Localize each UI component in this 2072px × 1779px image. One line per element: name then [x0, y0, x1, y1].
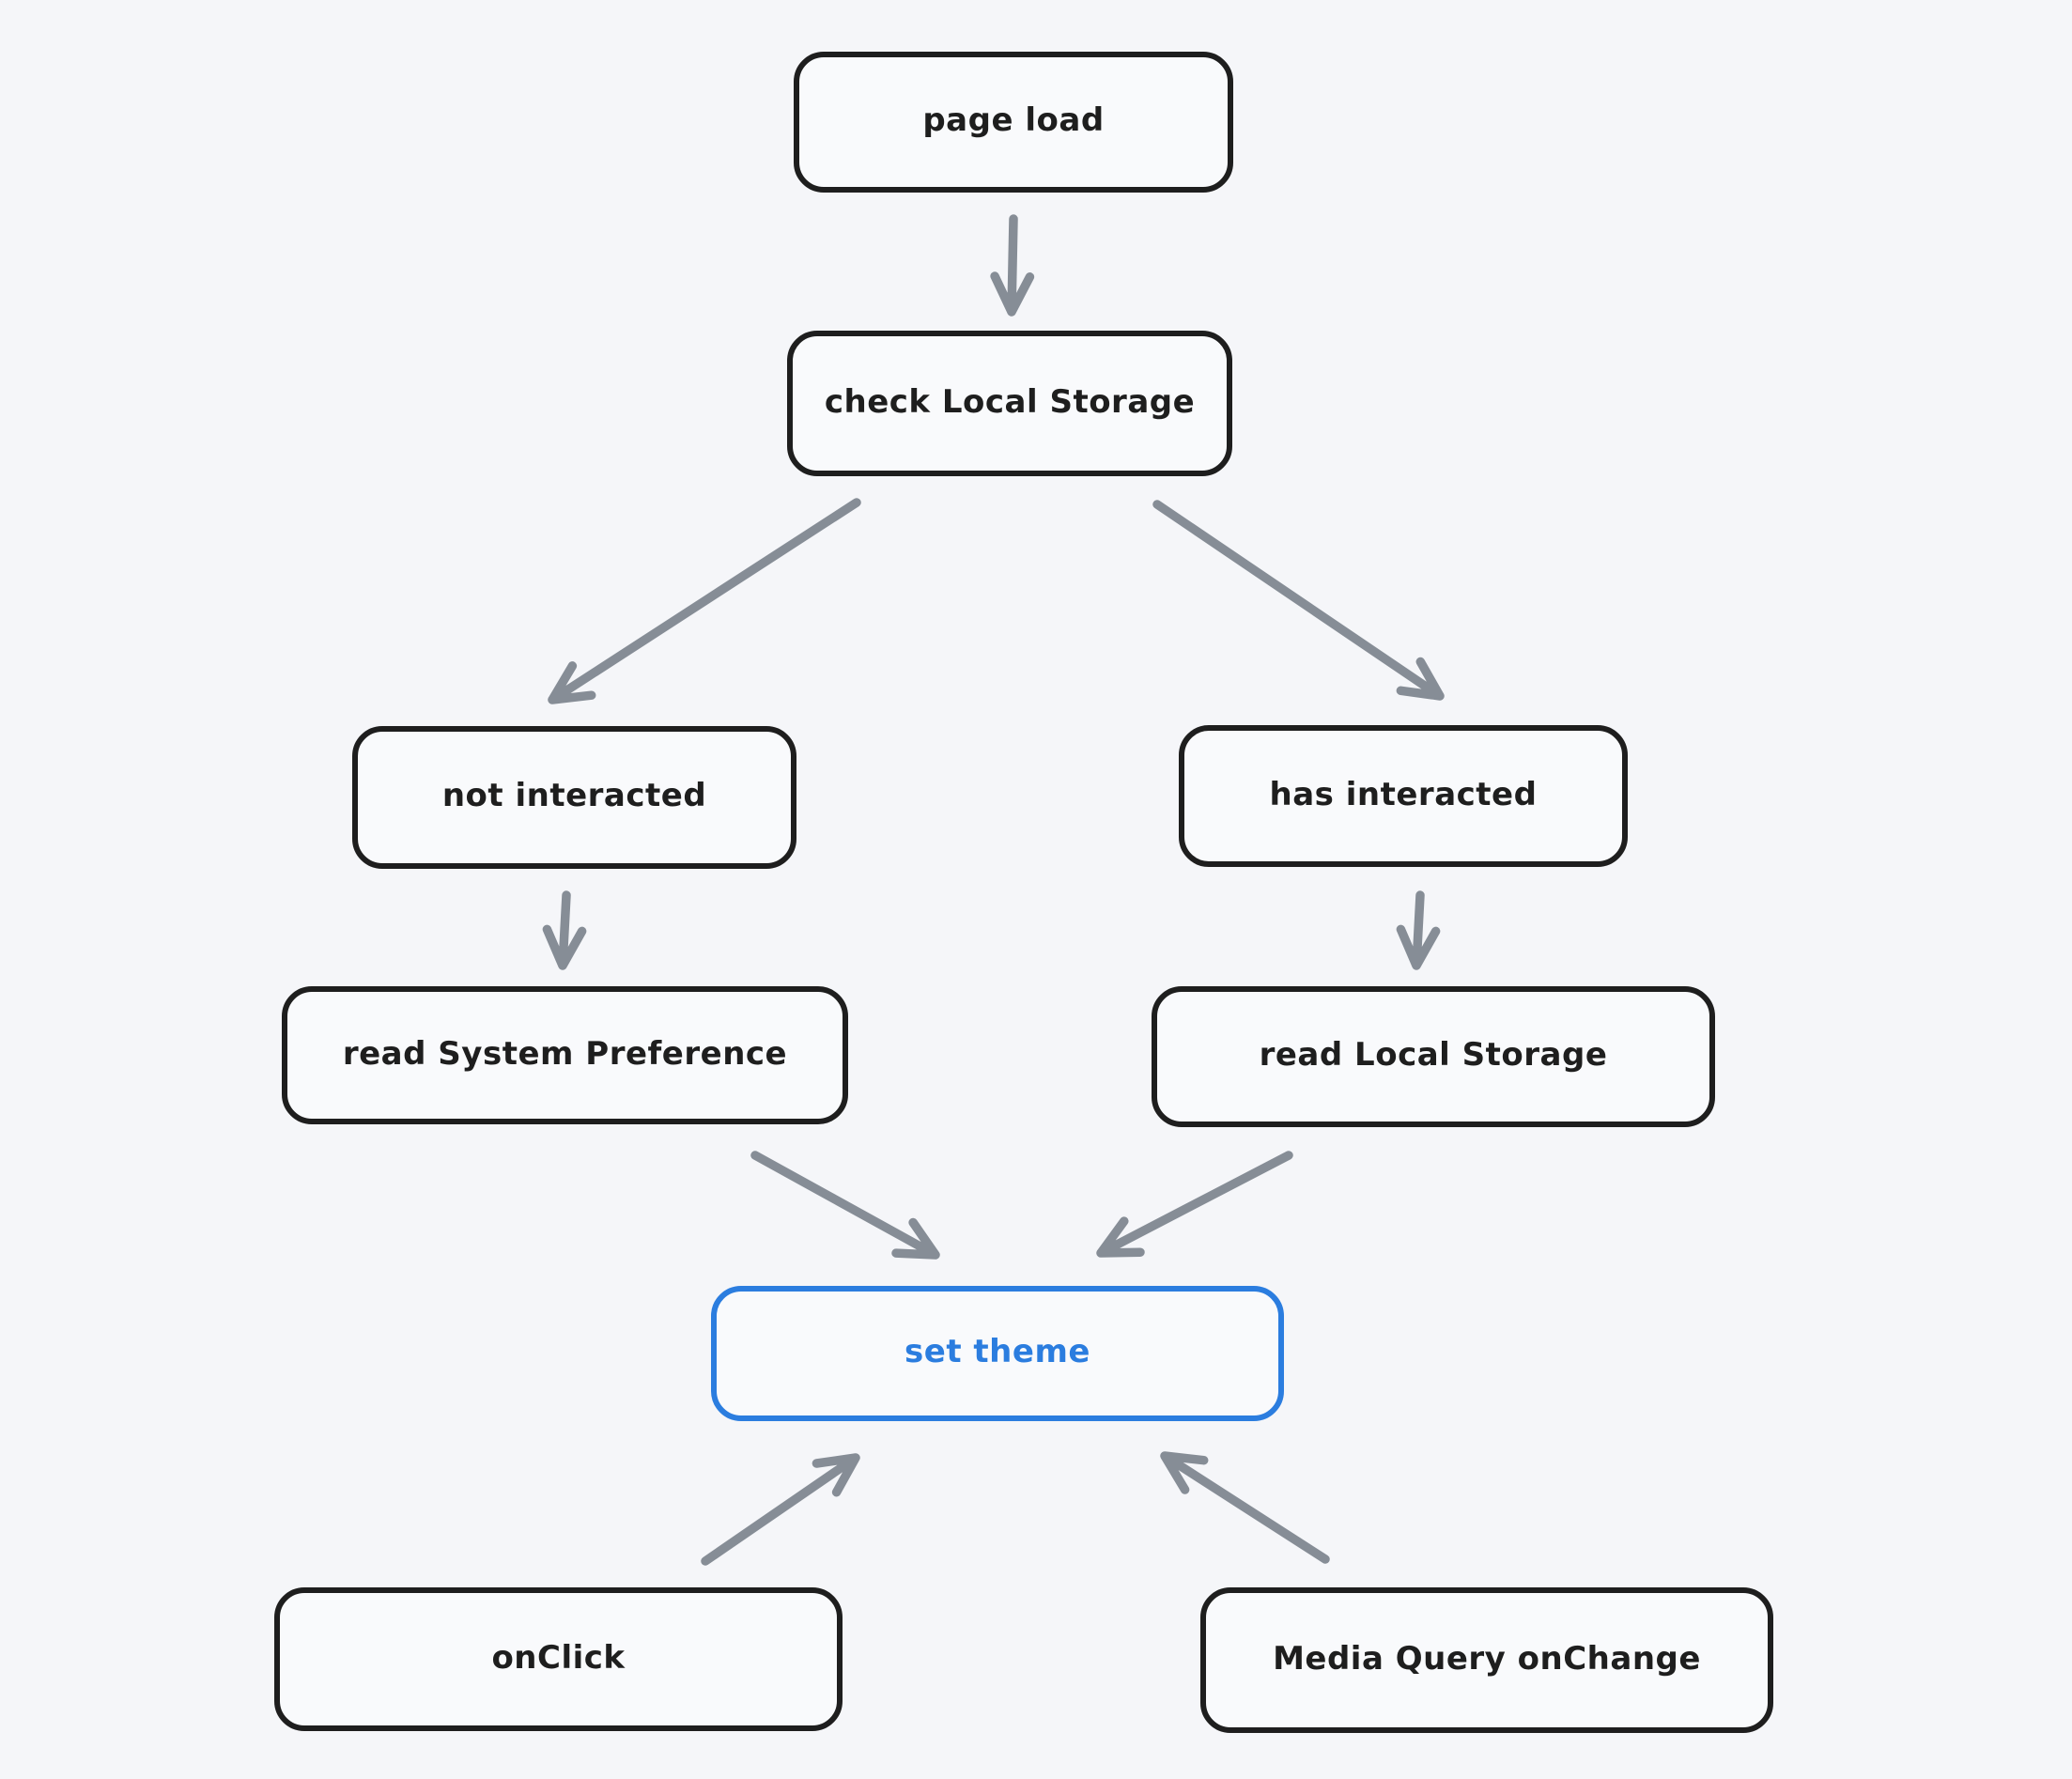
node-label: not interacted	[441, 777, 707, 814]
arrow-check-local-storage-to-not-interacted	[548, 498, 861, 704]
node-onclick: onClick	[274, 1587, 843, 1731]
node-set-theme: set theme	[711, 1286, 1284, 1421]
node-label: has interacted	[1269, 775, 1538, 813]
node-not-interacted: not interacted	[352, 726, 796, 869]
node-label: read Local Storage	[1259, 1036, 1608, 1074]
node-has-interacted: has interacted	[1179, 725, 1628, 867]
node-read-system-preference: read System Preference	[282, 986, 848, 1124]
node-label: check Local Storage	[824, 382, 1196, 421]
node-label: Media Query onChange	[1273, 1639, 1701, 1678]
arrow-read-local-storage-to-set-theme	[1096, 1151, 1293, 1258]
node-label: onClick	[491, 1638, 626, 1677]
arrow-media-query-onchange-to-set-theme	[1160, 1451, 1330, 1564]
node-page-load: page load	[794, 52, 1233, 193]
arrow-not-interacted-to-read-system-preference	[542, 890, 587, 970]
arrow-has-interacted-to-read-local-storage	[1396, 890, 1441, 970]
node-check-local-storage: check Local Storage	[787, 331, 1232, 476]
node-label: set theme	[905, 1333, 1090, 1370]
node-label: page load	[922, 101, 1105, 139]
node-label: read System Preference	[342, 1034, 788, 1073]
arrow-read-system-preference-to-set-theme	[750, 1151, 940, 1260]
node-media-query-onchange: Media Query onChange	[1200, 1587, 1773, 1733]
arrow-page-load-to-check-local-storage	[990, 214, 1035, 317]
arrow-check-local-storage-to-has-interacted	[1152, 500, 1445, 701]
node-read-local-storage: read Local Storage	[1152, 986, 1715, 1127]
arrow-onclick-to-set-theme	[701, 1453, 860, 1566]
